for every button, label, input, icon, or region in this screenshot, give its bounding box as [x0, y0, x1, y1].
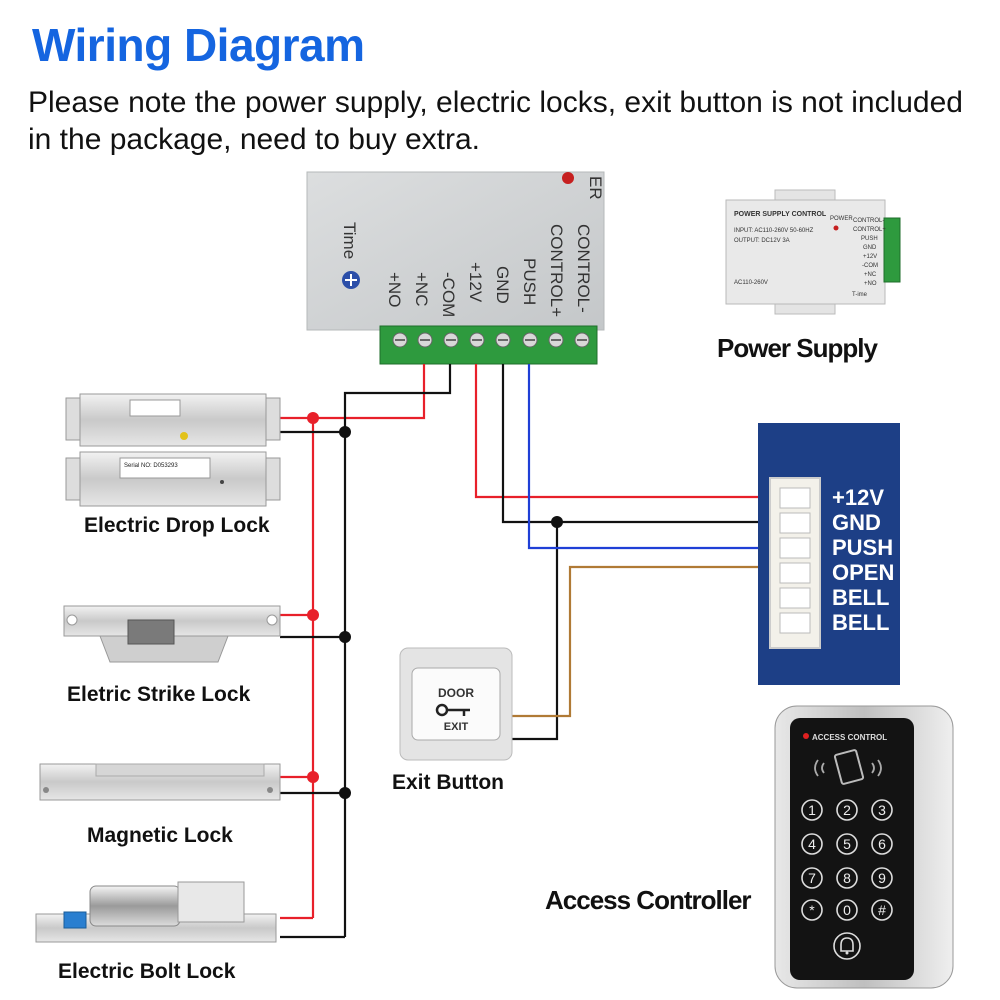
key-1[interactable]: 1 — [808, 802, 816, 818]
drop-lock-serial: Serial NO: D053293 — [124, 463, 178, 469]
terminal-label-no: +NO — [385, 272, 404, 307]
electric-bolt-lock — [35, 881, 277, 943]
key-star[interactable]: * — [809, 902, 815, 918]
key-6[interactable]: 6 — [878, 836, 886, 852]
exit-button-label: Exit Button — [392, 771, 504, 794]
ps-side-terminal-labels: CONTROL- CONTROL+ PUSH GND +12V -COM +NC… — [853, 218, 886, 287]
wire-black-com — [280, 364, 452, 434]
exit-button-device: DOOR EXIT — [399, 647, 513, 761]
pin-label-gnd: GND — [832, 510, 881, 535]
pin-label-open: OPEN — [832, 560, 894, 585]
ps-panel-title: POWER SUPPLY CONTROL — [734, 211, 827, 218]
key-4[interactable]: 4 — [808, 836, 816, 852]
pin-label-bell-2: BELL — [832, 610, 889, 635]
controller-box: ER Time +NO +NC -COM +12V GND PUSH CONTR… — [306, 171, 605, 331]
access-controller-device: ACCESS CONTROL 1 2 3 4 5 6 7 8 9 * 0 # — [774, 705, 954, 989]
terminal-label-12v: +12V — [466, 262, 485, 303]
electric-strike-lock — [63, 605, 281, 663]
wire-red-12v — [474, 364, 772, 499]
wire-red-nc — [280, 364, 426, 420]
terminal-label-control-plus: CONTROL+ — [547, 224, 566, 317]
ps-term-4: +12V — [863, 254, 877, 260]
power-supply-label: Power Supply — [717, 333, 878, 363]
access-controller-label: Access Controller — [545, 885, 751, 915]
rfid-card-icon — [814, 749, 882, 785]
key-icon — [435, 703, 470, 717]
page-title: Wiring Diagram — [32, 19, 365, 71]
doorbell-icon[interactable] — [833, 932, 861, 960]
key-8[interactable]: 8 — [843, 870, 851, 886]
ps-term-7: +NO — [864, 281, 877, 287]
page-note: Please note the power supply, electric l… — [28, 86, 963, 156]
power-supply-unit: POWER SUPPLY CONTROL INPUT: AC110-260V 5… — [725, 189, 901, 315]
power-label-partial: ER — [586, 176, 605, 200]
pin-label-push: PUSH — [832, 535, 893, 560]
key-3[interactable]: 3 — [878, 802, 886, 818]
ps-term-3: GND — [863, 245, 877, 251]
key-hash[interactable]: # — [878, 902, 886, 918]
ps-term-5: -COM — [862, 263, 878, 269]
bolt-lock-label: Electric Bolt Lock — [58, 960, 236, 983]
wire-blue-push — [527, 364, 772, 550]
time-dial-icon — [342, 271, 360, 289]
junction-dots — [307, 412, 563, 799]
ps-input-text: INPUT: AC110-260V 50-60HZ — [734, 228, 814, 234]
terminal-labels: +NO +NC -COM +12V GND PUSH CONTROL+ CONT… — [385, 224, 593, 317]
terminal-label-gnd: GND — [493, 266, 512, 304]
key-0[interactable]: 0 — [843, 902, 851, 918]
magnetic-lock-label: Magnetic Lock — [87, 824, 233, 847]
key-5[interactable]: 5 — [843, 836, 851, 852]
wire-black-exit — [512, 522, 559, 741]
power-led — [562, 172, 574, 184]
wire-brown-open — [512, 565, 772, 718]
key-7[interactable]: 7 — [808, 870, 816, 886]
pin-label-12v: +12V — [832, 485, 884, 510]
keypad — [801, 799, 893, 921]
ps-term-0: CONTROL- — [853, 218, 884, 224]
strike-lock-label: Eletric Strike Lock — [67, 683, 251, 706]
key-9[interactable]: 9 — [878, 870, 886, 886]
ps-ac-text: AC110-260V — [734, 280, 768, 286]
keypad-keys: 1 2 3 4 5 6 7 8 9 * 0 # — [808, 802, 886, 918]
access-board: +12V GND PUSH OPEN BELL BELL — [758, 423, 900, 685]
exit-door-text: DOOR — [438, 686, 474, 700]
ps-term-2: PUSH — [861, 236, 878, 242]
ps-term-6: +NC — [864, 272, 877, 278]
pin-label-bell-1: BELL — [832, 585, 889, 610]
ps-time-text: T-ime — [852, 292, 868, 298]
electric-drop-lock: Serial NO: D053293 — [65, 393, 281, 507]
key-2[interactable]: 2 — [843, 802, 851, 818]
exit-exit-text: EXIT — [444, 721, 469, 733]
ps-term-1: CONTROL+ — [853, 227, 886, 233]
terminal-label-push: PUSH — [520, 258, 539, 305]
terminal-label-nc: +NC — [412, 272, 431, 306]
device-title: ACCESS CONTROL — [812, 733, 887, 742]
terminal-label-com: -COM — [439, 272, 458, 317]
wires — [280, 364, 772, 939]
ps-output-text: OUTPUT: DC12V 3A — [734, 238, 790, 244]
time-label: Time — [340, 222, 359, 259]
terminal-block — [379, 325, 598, 365]
ps-power-text: POWER — [830, 216, 853, 222]
drop-lock-label: Electric Drop Lock — [84, 514, 270, 537]
wire-black-gnd — [501, 364, 772, 524]
magnetic-lock — [39, 763, 281, 801]
terminal-label-control-minus: CONTROL- — [574, 224, 593, 313]
